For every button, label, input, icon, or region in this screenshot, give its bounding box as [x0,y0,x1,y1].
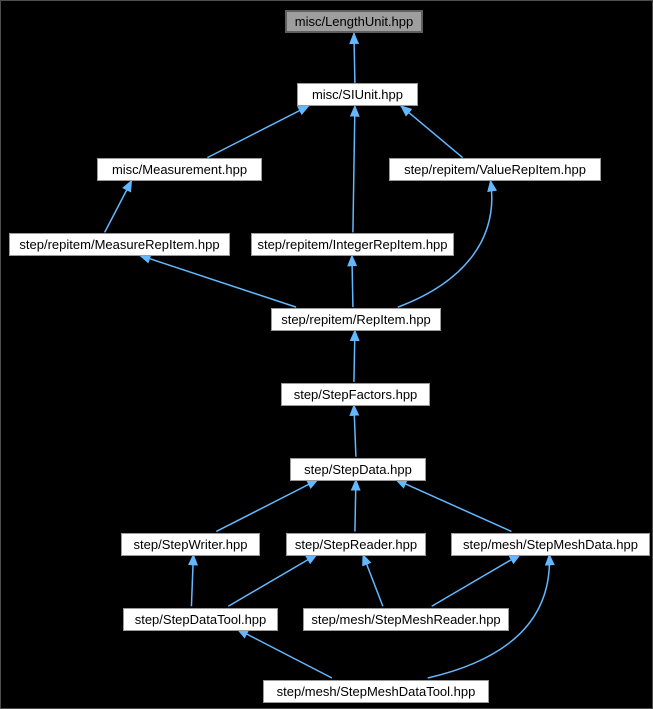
graph-node-value-rep-item[interactable]: step/repitem/ValueRepItem.hpp [389,158,601,181]
graph-node-integer-rep-item[interactable]: step/repitem/IntegerRepItem.hpp [251,233,454,256]
graph-edge-step-mesh-reader-to-step-mesh-data [431,553,522,607]
graph-edge-si-unit-to-length-unit [349,31,360,83]
graph-edge-measure-rep-item-to-measurement [104,179,133,233]
graph-node-measurement[interactable]: misc/Measurement.hpp [97,158,262,181]
graph-node-step-reader[interactable]: step/StepReader.hpp [286,533,426,556]
graph-edge-step-data-to-step-factors [349,403,360,457]
graph-edge-rep-item-to-integer-rep-item [347,254,358,308]
graph-edge-step-mesh-data-to-step-data [394,478,512,533]
graph-node-length-unit: misc/LengthUnit.hpp [285,10,423,33]
graph-edge-integer-rep-item-to-si-unit [349,104,360,233]
graph-edge-step-mesh-reader-to-step-reader [362,553,384,607]
graph-edge-step-data-tool-to-step-reader [227,553,318,607]
graph-node-step-mesh-reader[interactable]: step/mesh/StepMeshReader.hpp [303,608,509,631]
graph-edge-step-mesh-data-tool-to-step-data-tool [236,628,333,679]
graph-node-step-writer[interactable]: step/StepWriter.hpp [121,533,260,556]
graph-edge-step-mesh-data-tool-to-step-mesh-data [427,553,555,679]
graph-edge-value-rep-item-to-si-unit [400,105,464,159]
graph-edge-step-factors-to-rep-item [349,329,360,382]
graph-edge-rep-item-to-measure-rep-item [138,254,297,308]
graph-edge-rep-item-to-value-rep-item [397,179,498,308]
graph-node-rep-item[interactable]: step/repitem/RepItem.hpp [271,308,441,331]
graph-node-step-mesh-data[interactable]: step/mesh/StepMeshData.hpp [451,533,650,556]
graph-node-step-factors[interactable]: step/StepFactors.hpp [281,383,430,406]
graph-node-step-data-tool[interactable]: step/StepDataTool.hpp [123,608,278,631]
graph-node-si-unit[interactable]: misc/SIUnit.hpp [297,83,418,106]
graph-node-step-data[interactable]: step/StepData.hpp [290,458,426,481]
graph-edge-step-writer-to-step-data [215,478,319,533]
graph-edge-step-data-tool-to-step-writer [188,553,198,607]
graph-node-step-mesh-data-tool[interactable]: step/mesh/StepMeshDataTool.hpp [263,680,489,703]
graph-edge-step-reader-to-step-data [350,478,361,532]
graph-edge-measurement-to-si-unit [207,105,310,159]
graph-node-measure-rep-item[interactable]: step/repitem/MeasureRepItem.hpp [9,233,230,256]
